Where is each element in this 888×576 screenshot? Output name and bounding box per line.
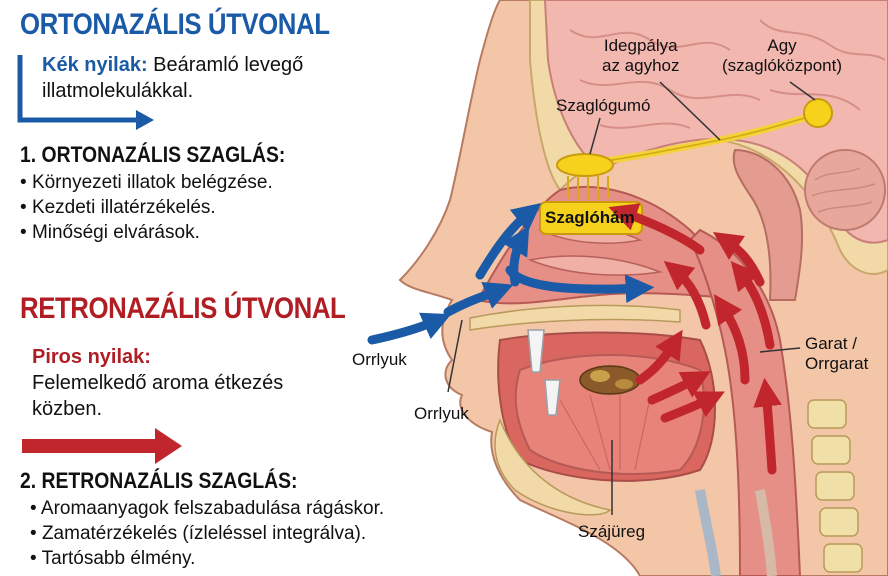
label-brain-line2: (szaglóközpont): [722, 56, 843, 75]
jaw-bone: [494, 417, 612, 516]
label-brain: Agy (szaglóközpont): [722, 36, 842, 76]
food-bolus: [579, 365, 641, 395]
brainstem: [732, 148, 804, 301]
label-nostril-2: Orrlyuk: [414, 404, 469, 423]
label-oral-cavity: Szájüreg: [578, 522, 646, 541]
blue-key-description: Beáramló levegő illatmolekulákkal.: [42, 54, 304, 102]
tongue: [514, 354, 705, 475]
label-pharynx: Garat / Orrgarat: [805, 334, 868, 374]
blue-key-label: Kék nyilak:: [42, 54, 148, 76]
olfactory-bulb-icon: [556, 153, 614, 177]
teeth: [527, 329, 561, 416]
label-pharynx-line1: Garat /: [805, 334, 857, 353]
retronasal-title: RETRONAZÁLIS ÚTVONAL: [20, 292, 346, 325]
red-key-description: Felemelkedő aroma étkezés közben.: [32, 372, 284, 420]
orthonasal-bullets: Környezeti illatok belégzése. Kezdeti il…: [20, 170, 322, 245]
label-nerve-pathway: Idegpálya az agyhoz: [602, 36, 680, 76]
label-olfactory-epithelium: Szaglóhám: [545, 208, 635, 227]
retronasal-section-title: 2. RETRONAZÁLIS SZAGLÁS:: [20, 468, 298, 493]
orthonasal-title: ORTONAZÁLIS ÚTVONAL: [20, 8, 330, 41]
retronasal-arrows: [608, 203, 782, 475]
orthonasal-section: 1. ORTONAZÁLIS SZAGLÁS: Környezeti illat…: [20, 142, 322, 245]
orthonasal-arrows: [367, 203, 655, 345]
palate: [469, 304, 681, 331]
blue-key-text: Kék nyilak: Beáramló levegő illatmolekul…: [42, 52, 362, 104]
list-item: Környezeti illatok belégzése.: [20, 170, 322, 195]
blue-key-arrow: [17, 55, 154, 130]
label-brain-line1: Agy: [767, 36, 797, 55]
label-nerve-line1: Idegpálya: [603, 36, 678, 55]
list-item: Tartósabb élmény.: [30, 546, 384, 571]
vertebrae: [807, 399, 863, 573]
label-nerve-line2: az agyhoz: [602, 56, 680, 75]
retronasal-section: 2. RETRONAZÁLIS SZAGLÁS: Aromaanyagok fe…: [20, 468, 384, 571]
list-item: Minőségi elvárások.: [20, 220, 322, 245]
list-item: Zamatérzékelés (ízleléssel integrálva).: [30, 521, 384, 546]
brain-folds: [569, 19, 886, 129]
list-item: Aromaanyagok felszabadulása rágáskor.: [30, 496, 384, 521]
olfactory-fibers: [567, 176, 609, 200]
red-key-text: Piros nyilak: Felemelkedő aroma étkezés …: [32, 344, 332, 422]
red-key-arrow: [22, 428, 182, 464]
list-item: Kezdeti illatérzékelés.: [20, 195, 322, 220]
smell-center-icon: [803, 98, 833, 128]
label-olfactory-bulb: Szaglógumó: [556, 96, 651, 115]
orthonasal-section-title: 1. ORTONAZÁLIS SZAGLÁS:: [20, 142, 286, 167]
label-pharynx-line2: Orrgarat: [805, 354, 869, 373]
retronasal-bullets: Aromaanyagok felszabadulása rágáskor. Za…: [20, 496, 384, 571]
red-key-label: Piros nyilak:: [32, 346, 151, 368]
label-nostril-1: Orrlyuk: [352, 350, 407, 369]
